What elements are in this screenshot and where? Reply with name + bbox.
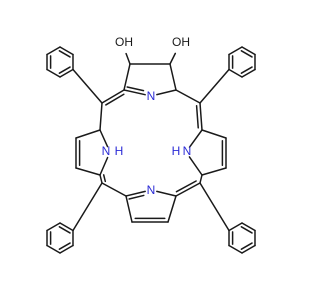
phenyl-link bbox=[199, 182, 230, 232]
pyrrole-hydrogen-right-label: H bbox=[172, 144, 181, 158]
double-bond-inner bbox=[102, 174, 107, 183]
ring-bond bbox=[123, 63, 131, 91]
ring-bond bbox=[169, 63, 177, 91]
phenyl-bottom-right-ring-bond bbox=[241, 244, 256, 254]
ring-bond bbox=[99, 129, 109, 148]
phenyl-top-left-ring-bond bbox=[46, 46, 61, 56]
ring-bond bbox=[156, 89, 177, 96]
double-bond-inner bbox=[240, 66, 253, 74]
ring-bond bbox=[99, 156, 109, 176]
chlorin-diol-structure: OH OH N N H H N N bbox=[46, 35, 256, 254]
imine-nitrogen-bottom-label: N bbox=[147, 183, 156, 197]
phenyl-top-left-ring-bond bbox=[46, 68, 61, 78]
meso-bond bbox=[101, 182, 127, 197]
ring-bond bbox=[75, 167, 101, 176]
hydroxyl-label-right: OH bbox=[172, 35, 190, 49]
pyrrole-hydrogen-left-label: H bbox=[115, 144, 124, 158]
imine-double-bond bbox=[125, 190, 146, 197]
phenyl-link bbox=[199, 68, 230, 104]
pyrrole-nitrogen-right-label: N bbox=[183, 144, 192, 158]
phenyl-link bbox=[72, 182, 103, 232]
double-bond-inner bbox=[128, 194, 145, 200]
ring-bond bbox=[201, 129, 227, 139]
ring-bond bbox=[201, 167, 227, 176]
double-bond-inner bbox=[58, 242, 71, 250]
meso-bond bbox=[99, 174, 103, 184]
double-bond-inner bbox=[240, 242, 253, 250]
phenyl-link bbox=[72, 68, 103, 104]
phenyl-bottom-left-ring-bond bbox=[46, 222, 61, 232]
phenyl-bottom-right-ring-bond bbox=[228, 244, 243, 254]
phenyl-top-left-ring-bond bbox=[59, 46, 74, 56]
imine-double-bond bbox=[123, 89, 146, 96]
imine-nitrogen-top-label: N bbox=[147, 89, 156, 103]
hydroxyl-bond bbox=[169, 52, 177, 65]
atom-label-layer: OH OH N N H H N N bbox=[102, 35, 192, 197]
double-bond-inner bbox=[58, 66, 71, 74]
phenyl-bottom-right-ring-bond bbox=[241, 222, 256, 232]
double-bond-inner bbox=[58, 50, 71, 58]
phenyl-bottom-left-ring-bond bbox=[46, 244, 61, 254]
phenyl-bottom-right-ring-bond bbox=[228, 222, 243, 232]
ring-bond bbox=[188, 156, 203, 176]
double-bond-inner bbox=[58, 226, 71, 234]
ring-bond bbox=[156, 190, 177, 197]
phenyl-bottom-left-ring-bond bbox=[59, 244, 74, 254]
ring-bond bbox=[125, 195, 133, 223]
meso-bond bbox=[99, 102, 103, 131]
meso-bond bbox=[175, 89, 201, 104]
double-bond-inner bbox=[126, 86, 145, 92]
ring-bond bbox=[167, 195, 177, 223]
meso-bond bbox=[199, 102, 203, 131]
double-bond-inner bbox=[240, 50, 253, 58]
ring-bond bbox=[188, 129, 203, 148]
phenyl-top-right-ring-bond bbox=[228, 68, 243, 78]
double-bond-inner bbox=[195, 104, 199, 129]
phenyl-top-right-ring-bond bbox=[241, 68, 256, 78]
phenyl-bottom-left-ring-bond bbox=[59, 222, 74, 232]
meso-bond bbox=[101, 89, 125, 104]
phenyl-top-right-ring-bond bbox=[241, 46, 256, 56]
hydroxyl-bond bbox=[125, 52, 131, 65]
ring-bond bbox=[75, 129, 101, 139]
meso-bond bbox=[199, 174, 203, 184]
hydroxyl-label-left: OH bbox=[115, 35, 133, 49]
phenyl-top-right-ring-bond bbox=[228, 46, 243, 56]
pyrrole-nitrogen-left-label: N bbox=[102, 144, 111, 158]
double-bond-inner bbox=[240, 226, 253, 234]
meso-bond bbox=[175, 182, 201, 197]
bond-layer bbox=[46, 46, 256, 254]
double-bond-inner bbox=[105, 93, 125, 106]
double-bond-inner bbox=[175, 180, 197, 193]
phenyl-top-left-ring-bond bbox=[59, 68, 74, 78]
